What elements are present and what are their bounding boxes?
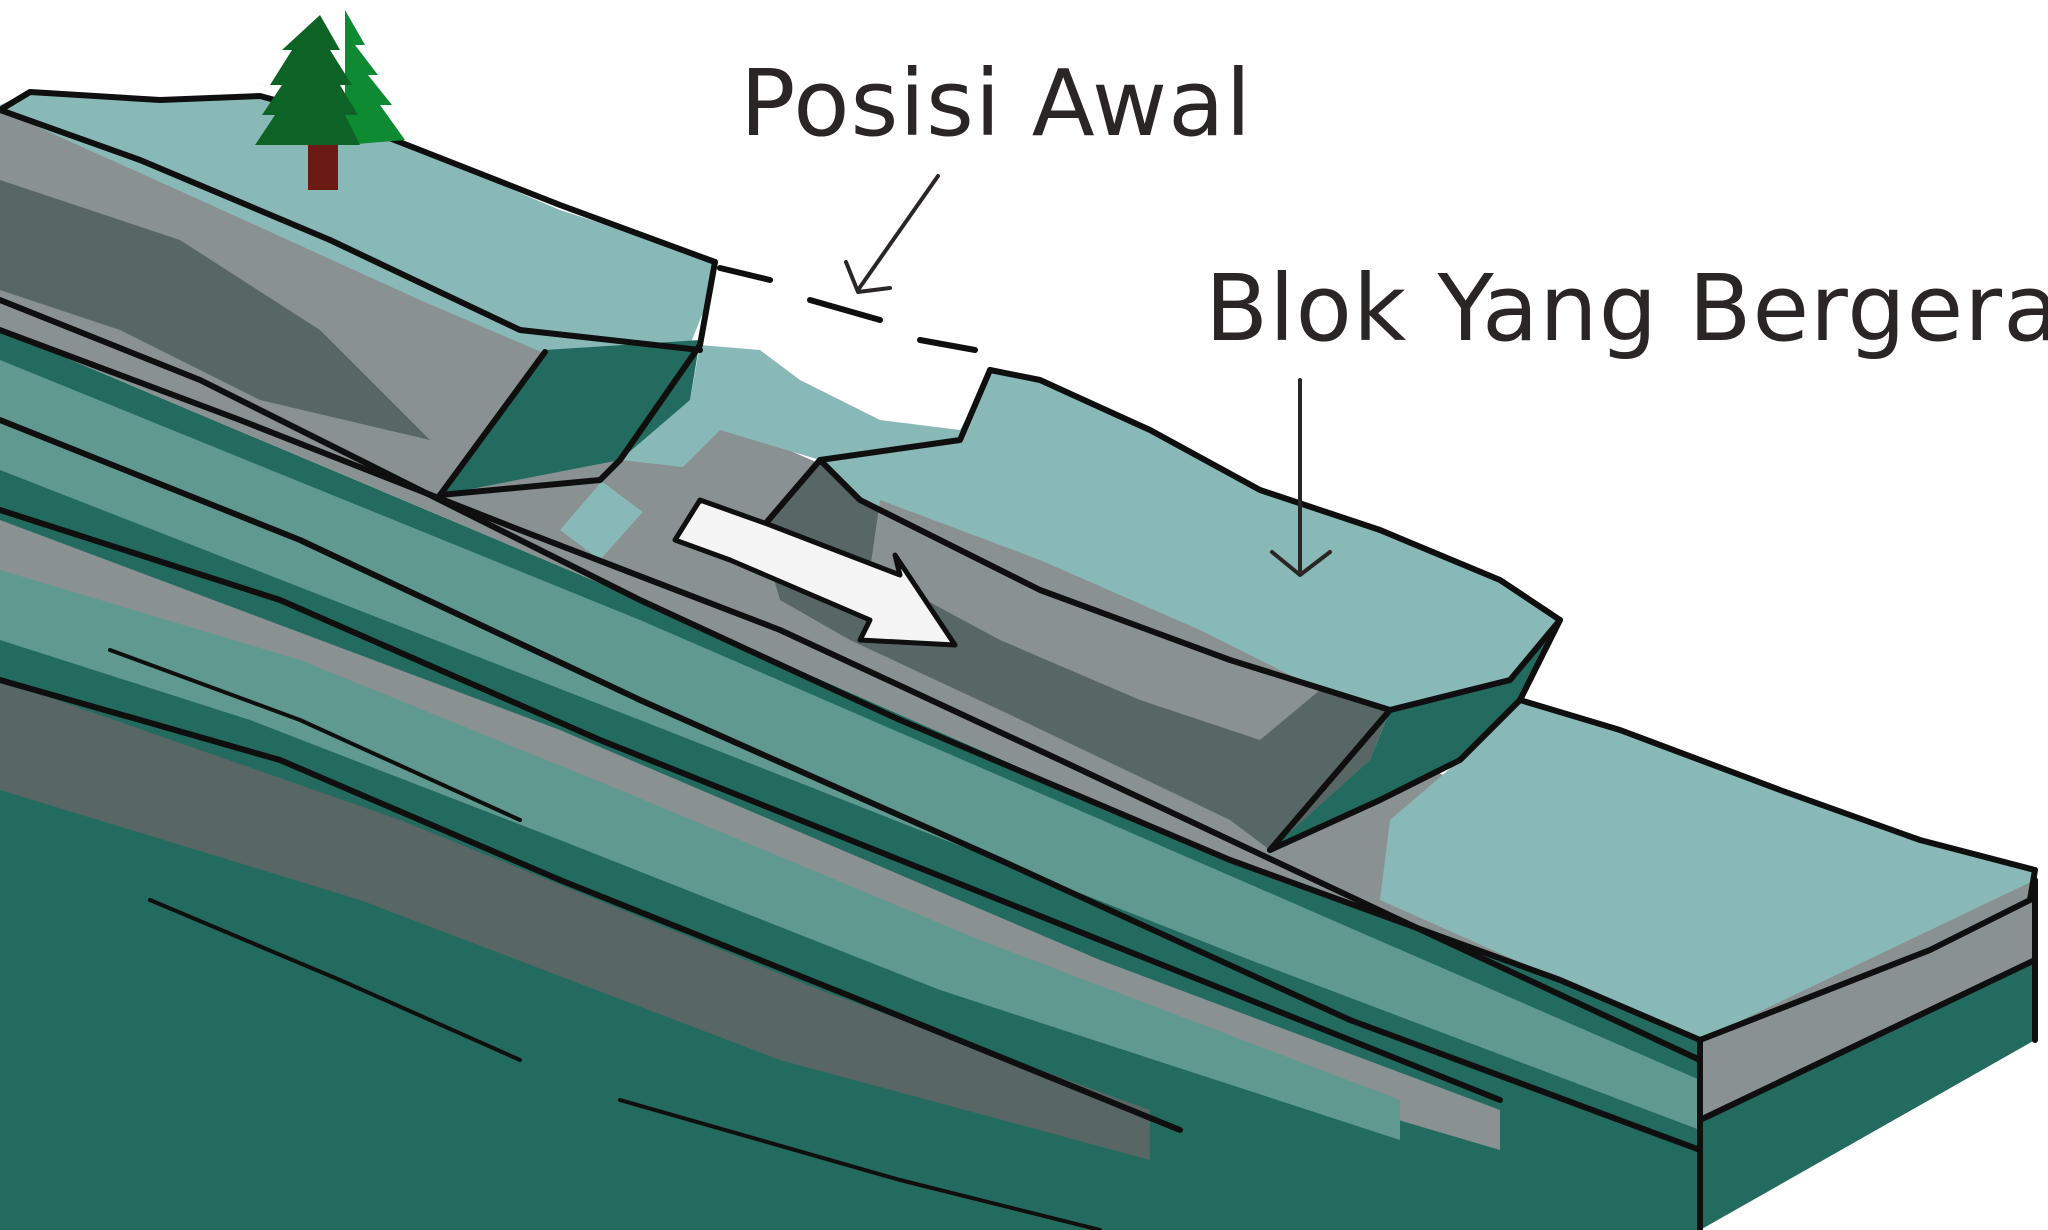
- callout-arrowhead-moving: [1270, 550, 1332, 577]
- movement-arrow-icon: [672, 497, 958, 648]
- moving-block-top: [820, 370, 1560, 710]
- label-moving-block: Blok Yang Bergerak: [1205, 255, 2048, 362]
- stratum-gray-lower: [0, 520, 1500, 1150]
- callout-moving-block: [1270, 378, 1332, 577]
- lower-platform-top: [1380, 700, 2035, 1040]
- lower-platform-front-dark: [1700, 960, 2035, 1230]
- surface-top-left: [0, 92, 715, 360]
- stratum-mid-teal: [0, 360, 1700, 1130]
- callout-arrowhead-initial: [844, 260, 892, 294]
- stratum-teal-lower: [0, 570, 1400, 1140]
- tree-icon: [255, 10, 405, 190]
- depression-surface: [560, 345, 1040, 560]
- callout-arrow-initial: [856, 174, 940, 292]
- tree-foliage-light: [345, 10, 405, 145]
- moving-block-front: [1270, 620, 1560, 850]
- initial-position-marks: [717, 265, 978, 353]
- label-initial-position: Posisi Awal: [740, 50, 1252, 157]
- callout-initial-position: [844, 174, 940, 294]
- movement-arrow-shape: [672, 497, 958, 648]
- strata-outlines: [0, 89, 2038, 1230]
- stratum-dark-gray-2: [0, 180, 430, 440]
- stratum-dark-gray-1: [0, 680, 1150, 1160]
- tree-foliage-dark: [255, 15, 360, 145]
